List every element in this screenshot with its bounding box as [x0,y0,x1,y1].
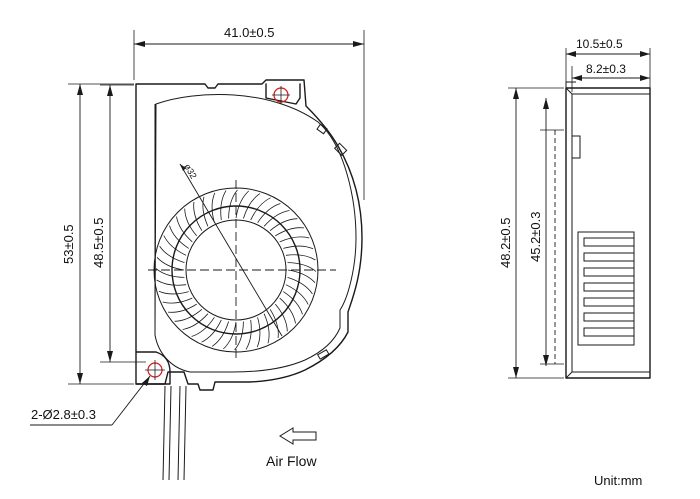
impeller-blade [184,208,198,237]
impeller-blade [285,284,309,305]
impeller-blade [162,297,193,304]
impeller-blade [279,236,310,243]
impeller-blade [155,268,185,278]
side-body-outline [565,87,651,379]
impeller-blade [174,308,203,322]
impeller-blade [156,279,187,286]
impeller-blade [287,277,313,295]
impeller-blade [159,245,185,263]
impeller-blade [156,257,185,271]
housing-clip-2 [333,142,348,157]
impeller-blade [235,190,249,219]
top-mount-tab [265,83,301,105]
impeller-blade [191,317,215,337]
impeller-blade [163,235,187,256]
cooling-fin [583,282,635,292]
impeller-diameter-label: ø32 [182,162,198,180]
cooling-fins [577,231,635,346]
cooling-fin [583,237,635,247]
impeller-diameter-line [179,163,283,337]
hole-spec-label: 2-Ø2.8±0.3 [31,407,96,422]
unit-label: Unit:mm [594,473,642,488]
lead-wires [162,385,187,481]
cooling-fin [583,297,635,307]
impeller-blade [211,321,229,347]
side-inner-width-label: 8.2±0.3 [586,62,626,76]
airflow-label: Air Flow [266,453,317,469]
impeller-blade [287,262,317,272]
width-label: 41.0±0.5 [224,25,275,40]
airflow-arrow-icon [279,427,317,445]
fan-housing-outline [135,79,363,391]
impeller-blade [269,218,298,232]
impeller-blade [283,245,314,250]
cooling-fin [583,267,635,277]
side-tab [571,135,581,159]
impeller-blade [201,319,222,343]
impeller-blade [176,216,193,243]
impeller-blade [228,189,238,219]
side-outer-width-label: 10.5±0.5 [576,37,623,51]
cooling-fin [583,312,635,322]
cooling-fin [583,252,635,262]
impeller-blade [220,190,227,221]
inner-height-label: 48.5±0.5 [91,217,106,268]
side-inner-height-label: 45.2±0.3 [528,211,543,262]
impeller-blade [283,291,303,315]
cooling-fin [583,327,635,337]
impeller-blade [211,192,216,223]
impeller-blades [155,189,317,351]
housing-clip-1 [316,123,328,135]
impeller-blade [182,313,209,330]
impeller-blade [274,303,288,332]
impeller-blade [193,201,203,231]
bottom-mount-tab [135,351,171,385]
housing-clip-3 [316,349,330,360]
impeller-blade [167,303,197,313]
impeller-blade [250,197,271,221]
impeller-blade [202,196,209,227]
impeller-blade [256,317,261,348]
impeller-blade [275,227,305,237]
impeller-blade [285,254,316,261]
impeller-blade [279,297,296,324]
impeller-blade [234,321,244,351]
impeller-blade [269,309,279,339]
outer-height-label: 53±0.5 [61,224,76,264]
impeller-blade [223,321,237,350]
impeller-blade [263,210,290,227]
impeller-blade [158,290,189,295]
side-view: 10.5±0.5 8.2±0.3 48.2±0.5 45.2±0.3 [498,37,651,379]
impeller-blade [257,203,281,223]
impeller-blade [169,225,189,249]
impeller-blade [263,313,270,344]
front-view: ø32 41.0±0.5 53±0.5 48.5±0.5 [30,25,365,481]
impeller-blade [245,319,252,350]
housing-inner-wall [154,94,357,373]
side-outer-height-label: 48.2±0.5 [498,217,513,268]
impeller-blade [287,269,316,283]
impeller-blade [243,193,261,219]
